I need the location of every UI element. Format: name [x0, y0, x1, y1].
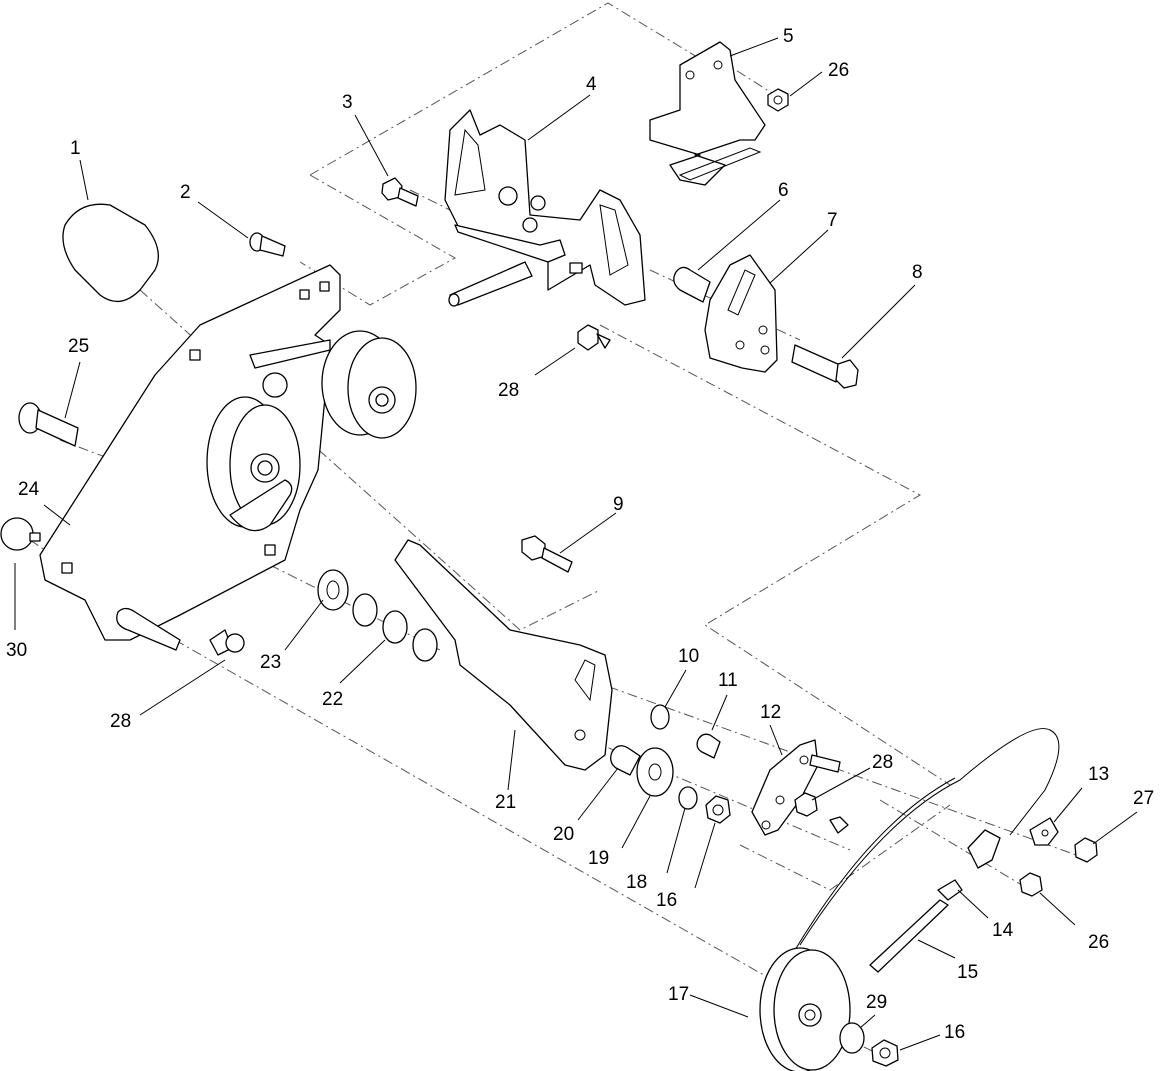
callout-3: 3 — [342, 92, 353, 113]
bolt-part-3 — [381, 177, 419, 207]
callout-28: 28 — [872, 752, 893, 773]
callout-16: 16 — [944, 1022, 965, 1043]
callout-labels: 1 2 3 4 5 26 6 7 8 25 28 24 9 30 23 22 2… — [6, 26, 1154, 1043]
washer-stack-22-23 — [317, 569, 438, 662]
callout-14: 14 — [992, 920, 1014, 941]
callout-12: 12 — [760, 702, 781, 723]
main-plate-part — [39, 264, 341, 641]
nut-part-28-top — [577, 324, 611, 351]
nut-part-26-bottom — [1019, 872, 1043, 897]
callout-30: 30 — [6, 640, 27, 661]
callout-18: 18 — [626, 872, 647, 893]
ball-knob-part-30 — [0, 517, 41, 551]
bracket-part-5 — [649, 41, 766, 186]
nut-part-27 — [1074, 837, 1098, 863]
upper-bracket-part-4 — [444, 109, 646, 307]
callout-20: 20 — [553, 824, 574, 845]
callout-28: 28 — [498, 380, 519, 401]
pulley-part-17 — [759, 947, 851, 1071]
callout-9: 9 — [613, 494, 624, 515]
plate-shaft — [116, 607, 245, 656]
shoulder-bolt-part-2 — [249, 232, 286, 257]
cable-part-15 — [794, 728, 1060, 973]
callout-6: 6 — [778, 180, 789, 201]
bracket-part-12 — [751, 739, 841, 836]
cable-clip-part-13 — [1029, 817, 1059, 846]
callout-19: 19 — [588, 848, 609, 869]
spacer-part-6 — [673, 266, 711, 303]
callout-27: 27 — [1133, 788, 1154, 809]
bolt-part-8 — [791, 344, 859, 389]
callout-24: 24 — [18, 479, 40, 500]
callout-13: 13 — [1088, 764, 1109, 785]
callout-26: 26 — [828, 60, 849, 81]
callout-23: 23 — [260, 652, 281, 673]
stack-20-19-18-16 — [610, 745, 731, 824]
carriage-bolt-part-25 — [18, 402, 79, 447]
callout-8: 8 — [912, 262, 923, 283]
washer-part-10 — [650, 704, 670, 730]
callout-25: 25 — [68, 336, 89, 357]
plate-pulleys — [206, 330, 417, 532]
nut-part-26-top — [767, 88, 789, 112]
arm-plate-part-7 — [704, 254, 778, 373]
callout-10: 10 — [678, 646, 699, 667]
callout-22: 22 — [322, 689, 343, 710]
callout-28: 28 — [110, 711, 131, 732]
callout-2: 2 — [180, 182, 191, 203]
callout-11: 11 — [718, 670, 738, 691]
callout-1: 1 — [70, 138, 81, 159]
callout-29: 29 — [866, 992, 887, 1013]
callout-26: 26 — [1088, 932, 1109, 953]
lever-part-21 — [394, 539, 613, 771]
bushing-part-11 — [696, 733, 721, 759]
callout-15: 15 — [957, 962, 978, 983]
bolt-part-9 — [521, 535, 573, 573]
callout-17: 17 — [668, 984, 689, 1005]
washer-nut-29-16 — [839, 1022, 899, 1067]
callout-7: 7 — [827, 210, 838, 231]
handle-grip-part — [62, 203, 159, 302]
callout-5: 5 — [783, 26, 794, 47]
callout-leaders — [14, 37, 1138, 1051]
callout-16: 16 — [656, 890, 677, 911]
nut-part-28-right — [794, 792, 849, 834]
callout-4: 4 — [586, 74, 597, 95]
callout-21: 21 — [495, 792, 516, 813]
